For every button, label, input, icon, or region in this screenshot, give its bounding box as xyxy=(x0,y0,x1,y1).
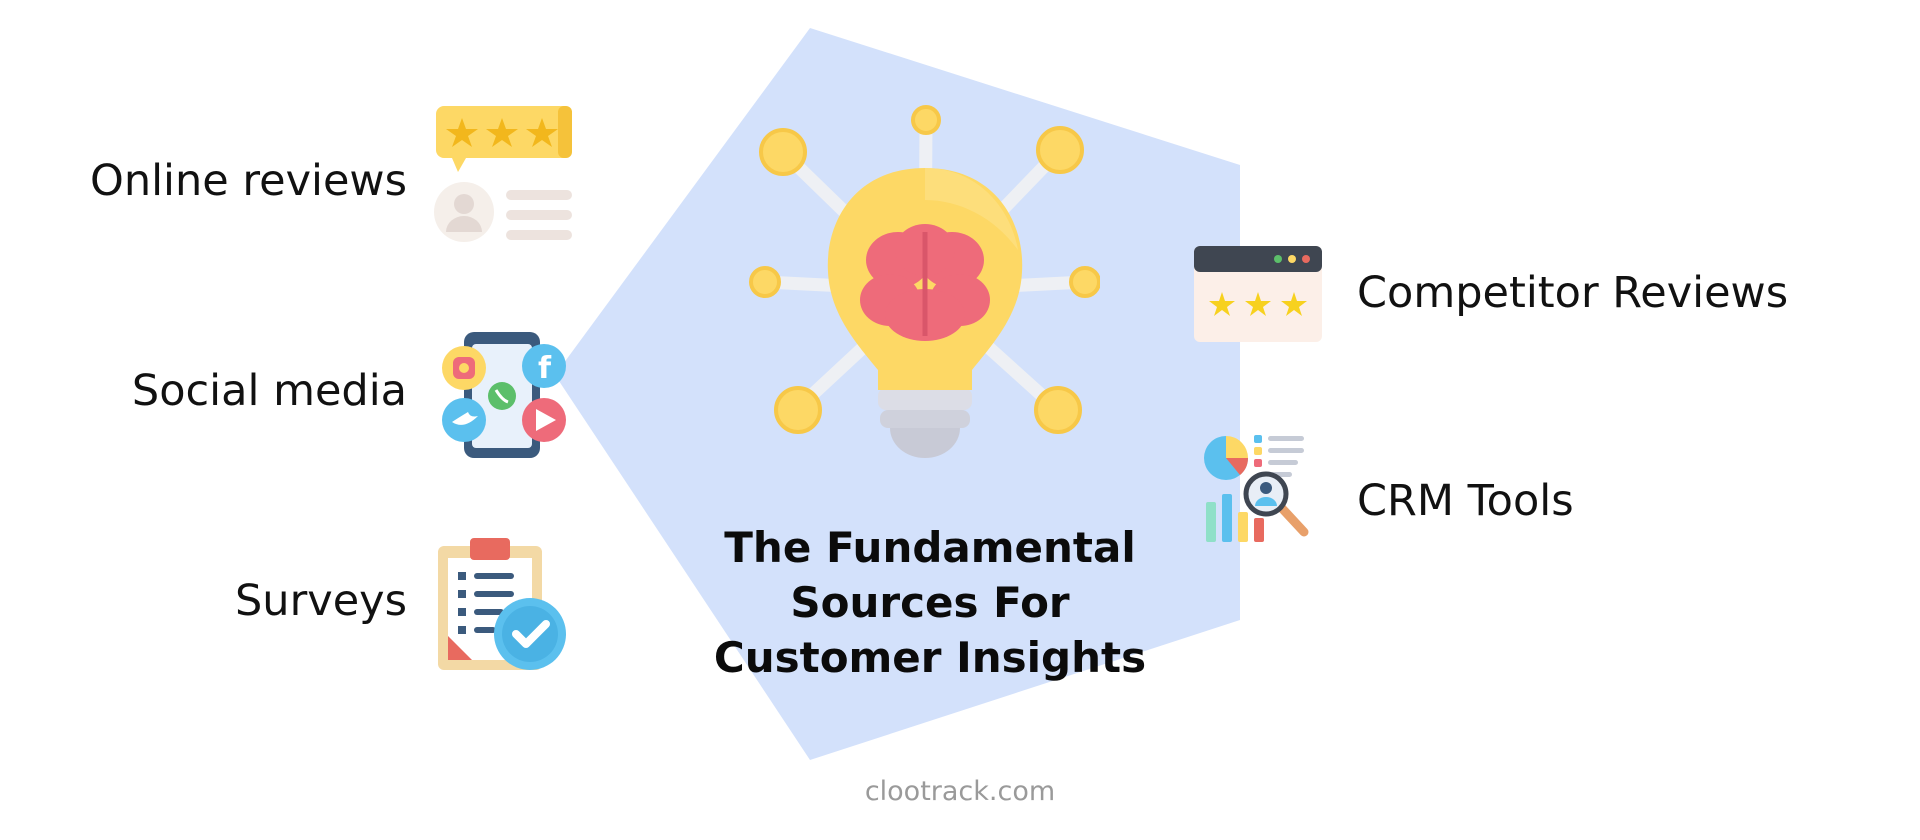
review-stars-icon xyxy=(434,106,572,242)
footer-source-url: clootrack.com xyxy=(864,776,1056,807)
center-title-line-3: Customer Insights xyxy=(713,633,1147,682)
source-label-social-media: Social media xyxy=(131,366,407,416)
source-label-surveys: Surveys xyxy=(235,576,407,626)
center-title: The Fundamental Sources For Customer Ins… xyxy=(640,520,1220,685)
social-phone-icon: f xyxy=(442,332,566,458)
source-label-crm-tools: CRM Tools xyxy=(1357,476,1574,526)
source-label-competitor-reviews: Competitor Reviews xyxy=(1357,268,1789,318)
center-title-line-2: Sources For xyxy=(790,578,1070,627)
lightbulb-brain-icon xyxy=(749,105,1100,458)
survey-clipboard-icon xyxy=(438,538,566,670)
source-label-online-reviews: Online reviews xyxy=(90,156,407,206)
center-title-line-1: The Fundamental xyxy=(724,523,1136,572)
svg-text:f: f xyxy=(538,351,552,386)
crm-analytics-icon xyxy=(1204,435,1309,542)
browser-stars-icon xyxy=(1194,246,1322,342)
